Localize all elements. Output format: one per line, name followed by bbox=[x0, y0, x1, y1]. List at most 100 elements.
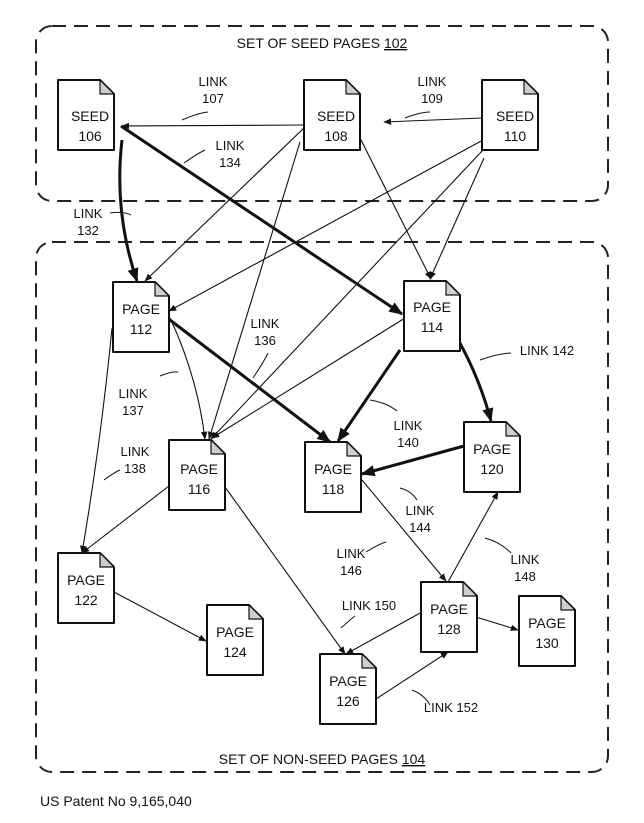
document-icon bbox=[319, 653, 377, 725]
node-kind-label: PAGE bbox=[122, 301, 160, 317]
node-kind-label: PAGE bbox=[329, 673, 367, 689]
node-page116: PAGE 116 bbox=[168, 439, 226, 511]
edge-seed110-to-page116 bbox=[210, 149, 484, 440]
node-number-label: 120 bbox=[480, 461, 504, 477]
node-kind-label: PAGE bbox=[216, 624, 254, 640]
edge-seed108-to-seed106 bbox=[121, 122, 305, 130]
node-kind-label: SEED bbox=[496, 108, 534, 124]
node-page112: PAGE 112 bbox=[112, 281, 170, 353]
edge-seed108-to-page114 bbox=[353, 125, 432, 280]
document-icon bbox=[403, 280, 461, 352]
folded-corner-icon bbox=[505, 421, 521, 437]
edge-seed110-to-page112 bbox=[168, 139, 484, 312]
folded-corner-icon bbox=[248, 604, 264, 620]
node-number-label: 108 bbox=[324, 128, 348, 144]
node-number-label: 114 bbox=[421, 319, 444, 335]
node-number-label: 116 bbox=[188, 481, 211, 497]
document-icon bbox=[420, 581, 478, 653]
node-kind-label: SEED bbox=[317, 108, 355, 124]
edge-page114-to-page116 bbox=[211, 317, 406, 439]
folded-corner-icon bbox=[346, 441, 362, 457]
folded-corner-icon bbox=[462, 581, 478, 597]
node-kind-label: SEED bbox=[71, 108, 109, 124]
edge-page112-to-page116 bbox=[169, 317, 208, 440]
edge-seed106-to-page112 bbox=[118, 139, 139, 283]
edge-page118-to-page128 bbox=[361, 479, 447, 582]
link140-leader-line bbox=[369, 399, 398, 412]
document-icon bbox=[57, 79, 115, 151]
link137-leader-line bbox=[159, 371, 179, 377]
node-kind-label: PAGE bbox=[430, 601, 468, 617]
node-kind-label: PAGE bbox=[473, 441, 511, 457]
link142-leader-line bbox=[479, 352, 512, 361]
seed-pages-group bbox=[35, 25, 609, 202]
edge-page128-to-page126 bbox=[345, 611, 423, 655]
folded-corner-icon bbox=[345, 79, 361, 95]
document-icon bbox=[304, 441, 362, 513]
node-seed106: SEED 106 bbox=[57, 79, 115, 151]
link146-leader-line bbox=[365, 541, 387, 553]
node-number-label: 126 bbox=[336, 693, 360, 709]
node-seed110: SEED 110 bbox=[481, 79, 539, 151]
edge-seed110-to-seed108 bbox=[383, 117, 483, 125]
link152-label: LINK 152 bbox=[424, 700, 478, 715]
node-kind-label: PAGE bbox=[180, 461, 218, 477]
edge-seed108-to-page112 bbox=[144, 125, 307, 282]
edge-page128-to-page130 bbox=[475, 616, 519, 631]
seed-group-label: SET OF SEED PAGES 102 bbox=[237, 35, 408, 51]
folded-corner-icon bbox=[523, 79, 539, 95]
edge-page122-to-page124 bbox=[113, 591, 207, 642]
link142-label: LINK 142 bbox=[520, 343, 574, 358]
document-icon bbox=[463, 421, 521, 493]
document-icon bbox=[57, 552, 115, 624]
link134-leader-line bbox=[183, 149, 206, 164]
node-number-label: 130 bbox=[535, 635, 559, 651]
node-page120: PAGE 120 bbox=[463, 421, 521, 493]
link152-leader-line bbox=[411, 689, 431, 706]
node-number-label: 110 bbox=[504, 128, 527, 144]
edge-page120-to-page118 bbox=[360, 444, 465, 477]
document-icon bbox=[206, 604, 264, 676]
node-page124: PAGE 124 bbox=[206, 604, 264, 676]
document-icon bbox=[481, 79, 539, 151]
edge-page116-to-page122 bbox=[81, 485, 170, 554]
document-icon bbox=[518, 595, 576, 667]
node-kind-label: PAGE bbox=[67, 572, 105, 588]
edge-page114-to-page120 bbox=[454, 335, 494, 423]
folded-corner-icon bbox=[154, 281, 170, 297]
edge-page116-to-page126 bbox=[224, 486, 346, 655]
link109-leader-line bbox=[404, 111, 431, 119]
link144-leader-line bbox=[399, 487, 418, 501]
document-icon bbox=[168, 439, 226, 511]
nonseed-pages-group bbox=[35, 241, 609, 773]
node-number-label: 112 bbox=[130, 321, 153, 337]
node-page130: PAGE 130 bbox=[518, 595, 576, 667]
patent-footer: US Patent No 9,165,040 bbox=[40, 793, 192, 809]
document-icon bbox=[112, 281, 170, 353]
link136-leader-line bbox=[252, 352, 269, 379]
node-number-label: 124 bbox=[223, 644, 247, 660]
edge-page128-to-page120 bbox=[447, 491, 499, 583]
node-number-label: 106 bbox=[78, 128, 102, 144]
node-number-label: 118 bbox=[322, 481, 345, 497]
node-kind-label: PAGE bbox=[528, 615, 566, 631]
node-page126: PAGE 126 bbox=[319, 653, 377, 725]
edge-page112-to-page122 bbox=[80, 327, 113, 554]
document-icon bbox=[303, 79, 361, 151]
link138-leader-line bbox=[103, 469, 121, 481]
edge-seed110-to-page114 bbox=[429, 157, 485, 280]
link148-leader-line bbox=[484, 537, 512, 554]
